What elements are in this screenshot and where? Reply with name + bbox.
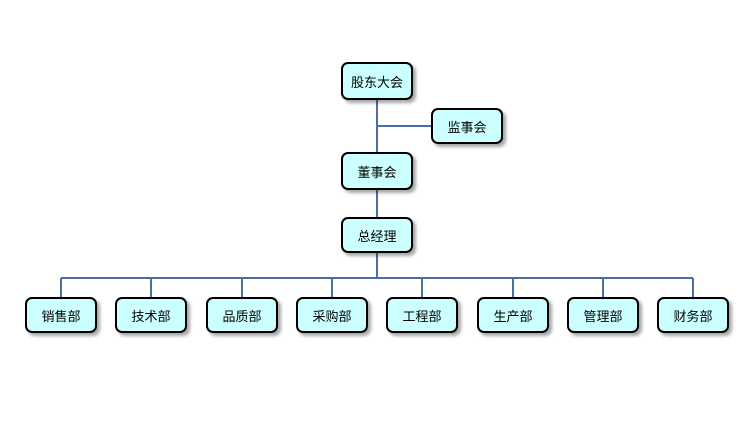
node-board-of-directors: 董事会 (341, 152, 413, 190)
node-shareholders-meeting: 股东大会 (341, 62, 413, 100)
node-dept-purchasing: 采购部 (296, 297, 368, 333)
node-dept-finance: 财务部 (657, 297, 729, 333)
node-dept-management: 管理部 (567, 297, 639, 333)
node-dept-sales: 销售部 (25, 297, 97, 333)
node-dept-quality: 品质部 (206, 297, 278, 333)
node-general-manager: 总经理 (341, 217, 413, 253)
node-dept-production: 生产部 (477, 297, 549, 333)
node-dept-engineering: 工程部 (386, 297, 458, 333)
node-board-of-supervisors: 监事会 (431, 108, 503, 144)
node-dept-technology: 技术部 (115, 297, 187, 333)
